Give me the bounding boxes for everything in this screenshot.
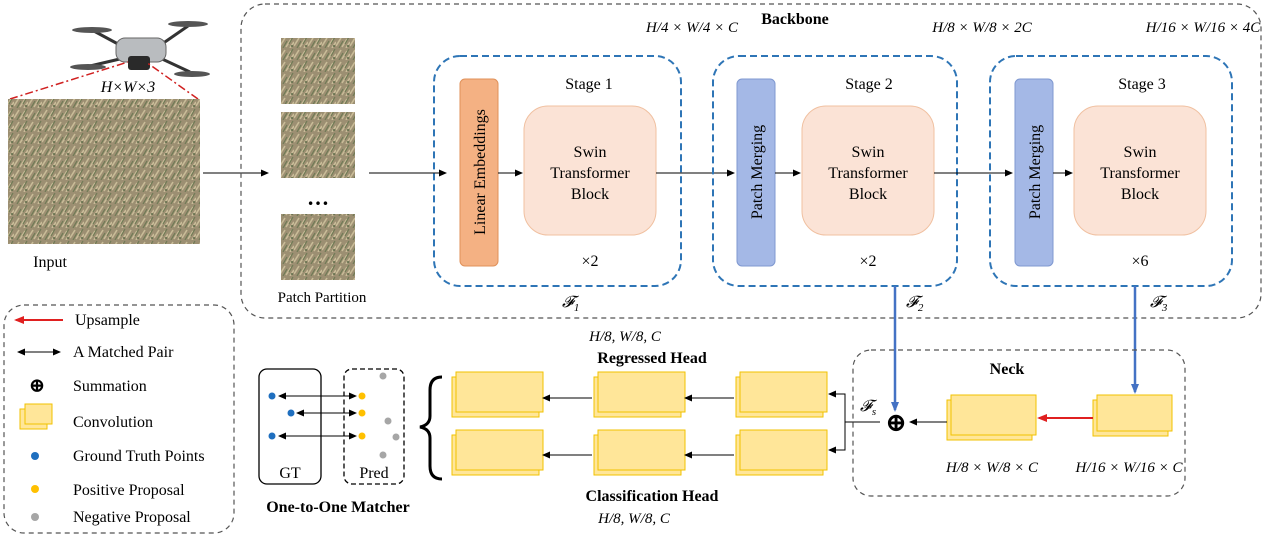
svg-text:Transformer: Transformer: [1100, 165, 1180, 182]
svg-text:A Matched Pair: A Matched Pair: [73, 344, 174, 361]
swin-block-2: [801, 105, 935, 236]
swin-block-3: [1073, 105, 1207, 236]
backbone-dims-1: H/4 × W/4 × C: [645, 20, 739, 36]
svg-text:Summation: Summation: [73, 378, 147, 395]
neck-box: [852, 349, 1186, 497]
drone-icon: [70, 21, 210, 77]
backbone-box: [240, 3, 1262, 319]
svg-text:Ground Truth Points: Ground Truth Points: [73, 448, 205, 465]
gray-dot-icon: [31, 513, 39, 521]
neck-conv-1: [946, 394, 1037, 441]
stage-3: Stage 3 Patch Merging Swin Transformer B…: [989, 55, 1233, 287]
yellow-dot-icon: [31, 485, 39, 493]
stage-1: Stage 1 Linear Embeddings Swin Transform…: [433, 55, 682, 287]
input-label: Input: [33, 254, 67, 271]
arrow-sum-to-reg: [828, 390, 880, 423]
feature-f1: 𝓕1: [562, 294, 580, 314]
svg-text:Block: Block: [571, 186, 609, 203]
svg-text:Convolution: Convolution: [73, 414, 153, 431]
cls-head-dims: H/8, W/8, C: [597, 511, 671, 527]
cls-conv-1: [451, 429, 544, 476]
gt-box: [258, 368, 322, 485]
backbone-title: Backbone: [761, 11, 829, 28]
stage-2: Stage 2 Patch Merging Swin Transformer B…: [712, 55, 958, 287]
svg-text:Upsample: Upsample: [75, 312, 140, 329]
cls-conv-2: [593, 429, 686, 476]
reg-head-title: Regressed Head: [597, 350, 707, 367]
matcher-title: One-to-One Matcher: [266, 499, 410, 516]
stage-3-repeat: ×6: [1131, 253, 1148, 270]
patch-image-2: [281, 112, 355, 178]
neck-conv-2: [1092, 394, 1173, 437]
neck-dims-right: H/16 × W/16 × C: [1075, 460, 1184, 476]
reg-conv-3: [735, 371, 828, 418]
stage-1-title: Stage 1: [565, 76, 613, 93]
svg-text:Patch Merging: Patch Merging: [1027, 125, 1044, 219]
backbone-dims-2: H/8 × W/8 × 2C: [931, 20, 1032, 36]
svg-text:Swin: Swin: [852, 144, 885, 161]
arrow-sum-to-cls: [828, 422, 846, 454]
feature-fs: 𝓕s: [860, 398, 878, 418]
projection-line-right: [145, 61, 199, 100]
pred-label: Pred: [359, 465, 388, 482]
patch-image-1: [281, 38, 355, 104]
svg-text:Block: Block: [1121, 186, 1159, 203]
feature-f2: 𝓕2: [906, 294, 924, 314]
brace: [419, 375, 443, 481]
reg-head-dims: H/8, W/8, C: [588, 329, 662, 345]
input-image: [8, 99, 200, 244]
stage-1-repeat: ×2: [581, 253, 598, 270]
cls-conv-3: [735, 429, 828, 476]
matcher: GT Pred One-to-One Matcher: [258, 368, 410, 516]
svg-text:Swin: Swin: [1124, 144, 1157, 161]
blue-dot-icon: [31, 452, 39, 460]
summation-node: ⊕: [885, 408, 907, 437]
patch-ellipsis: …: [307, 185, 329, 210]
patch-image-3: [281, 214, 355, 280]
projection-line-left: [9, 61, 129, 100]
swin-block-1: [523, 105, 657, 236]
cls-head-title: Classification Head: [586, 488, 719, 505]
summation-icon: ⊕: [29, 375, 46, 397]
neck-title: Neck: [990, 361, 1025, 378]
svg-text:Block: Block: [849, 186, 887, 203]
stage-2-repeat: ×2: [859, 253, 876, 270]
linear-embeddings-label: Linear Embeddings: [472, 109, 489, 235]
svg-text:Negative Proposal: Negative Proposal: [73, 509, 191, 526]
svg-text:Positive Proposal: Positive Proposal: [73, 482, 185, 499]
svg-text:Patch Merging: Patch Merging: [749, 125, 766, 219]
feature-f3: 𝓕3: [1150, 294, 1168, 314]
stage-3-title: Stage 3: [1118, 76, 1166, 93]
stage-2-title: Stage 2: [845, 76, 893, 93]
svg-text:Transformer: Transformer: [828, 165, 908, 182]
neck-dims-left: H/8 × W/8 × C: [945, 460, 1039, 476]
svg-text:Transformer: Transformer: [550, 165, 630, 182]
backbone-dims-3: H/16 × W/16 × 4C: [1145, 20, 1261, 36]
pred-box: [343, 368, 405, 485]
convolution-icon: [19, 403, 53, 430]
reg-conv-2: [593, 371, 686, 418]
svg-text:Swin: Swin: [574, 144, 607, 161]
legend-box: [3, 304, 235, 534]
patch-partition-label: Patch Partition: [278, 290, 367, 306]
reg-conv-1: [451, 371, 544, 418]
input-dims: H×W×3: [100, 79, 155, 96]
gt-label: GT: [279, 465, 301, 482]
